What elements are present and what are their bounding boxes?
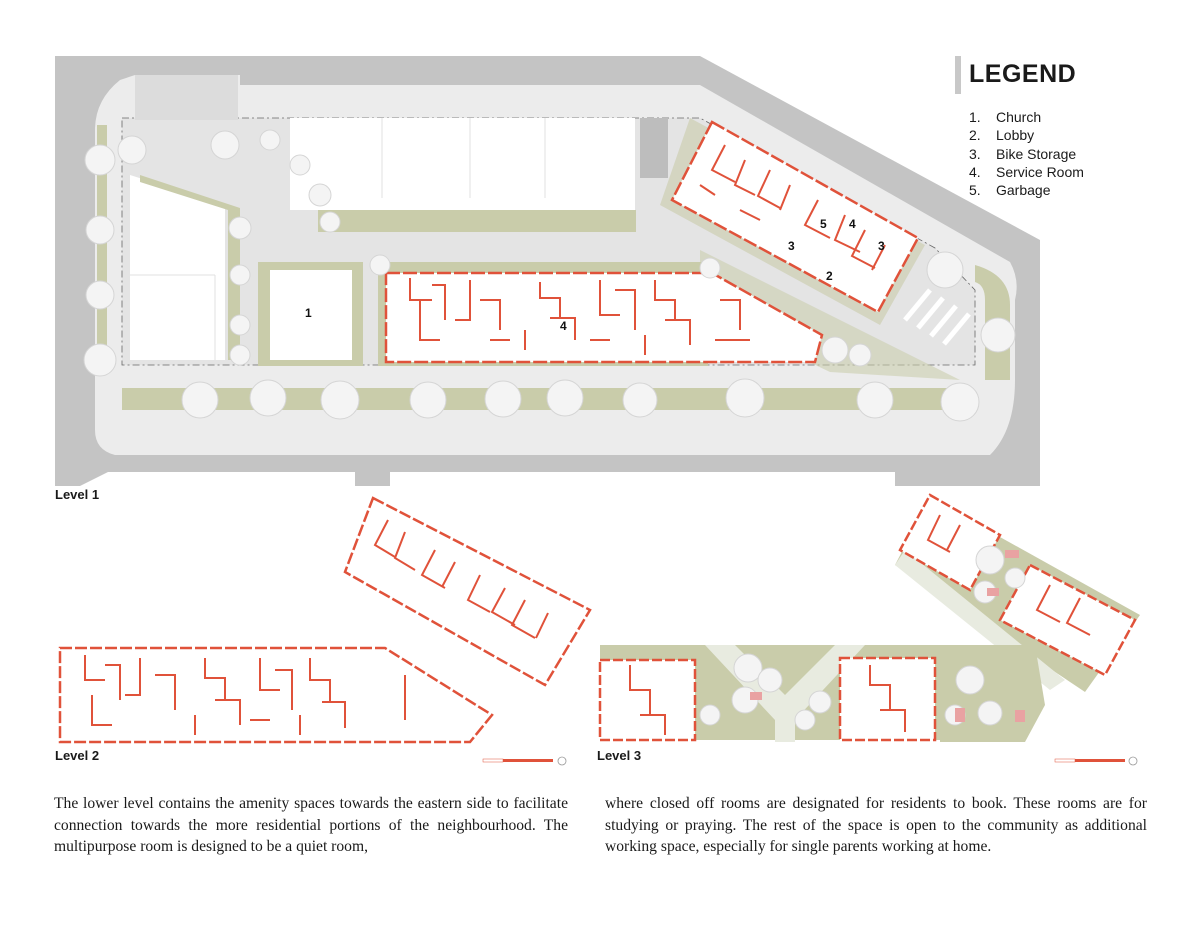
level2-scale-bar — [482, 756, 567, 766]
level3-unit-c — [598, 658, 697, 742]
level2-building-rotated — [343, 496, 592, 687]
level1-label: Level 1 — [55, 487, 100, 502]
description-right: where closed off rooms are designated fo… — [605, 795, 1147, 855]
existing-building-west — [130, 175, 225, 360]
map-label-garbage: 5 — [820, 217, 827, 231]
existing-building-north — [290, 118, 635, 210]
level2-rotated-walls — [373, 519, 549, 639]
level2-building-main — [58, 646, 494, 744]
level3-green-east — [940, 645, 1045, 742]
green-wedge-west — [140, 175, 240, 360]
bike-racks — [903, 288, 971, 346]
map-label-service-room: 4 — [560, 319, 567, 333]
legend-item: 4.Service Room — [969, 163, 1084, 180]
level3-main-walls — [629, 665, 906, 735]
east-interior-walls — [699, 144, 886, 271]
driveway — [640, 118, 668, 178]
legend-item: 5.Garbage — [969, 182, 1051, 199]
green-strip-north — [318, 210, 636, 232]
green-strip-south — [122, 388, 970, 410]
level3-unit-d — [838, 656, 937, 742]
level3-benches — [750, 550, 1025, 722]
level3-scale-bar — [1054, 756, 1138, 766]
green-strip-west — [97, 125, 107, 375]
street-trees — [83, 129, 1016, 422]
parking-strip — [135, 75, 238, 120]
level1-site-plan: 1 4 5 4 3 3 2 — [55, 56, 1040, 486]
map-label-lobby: 2 — [826, 269, 833, 283]
legend-list: 1.Church 2.Lobby 3.Bike Storage 4.Servic… — [969, 108, 1084, 199]
church-building — [270, 270, 352, 360]
residential-interior-walls — [409, 278, 750, 355]
map-label-service-room-east: 4 — [849, 217, 856, 231]
level3-floor-plan — [598, 493, 1140, 766]
level2-label: Level 2 — [55, 748, 100, 763]
legend-accent-bar — [955, 56, 961, 94]
legend-item: 3.Bike Storage — [969, 145, 1077, 162]
level3-rotated-walls — [926, 514, 1091, 636]
legend-item: 1.Church — [969, 109, 1042, 125]
level2-main-walls — [84, 655, 406, 735]
map-label-bike-storage-b: 3 — [878, 239, 885, 253]
green-strip-diagonal — [700, 250, 960, 380]
level2-floor-plan — [58, 496, 592, 766]
map-label-bike-storage-a: 3 — [788, 239, 795, 253]
map-label-church: 1 — [305, 306, 312, 320]
description-left: The lower level contains the amenity spa… — [54, 795, 568, 855]
legend-title: LEGEND — [969, 60, 1077, 88]
level3-label: Level 3 — [597, 748, 642, 763]
legend-item: 2.Lobby — [969, 127, 1035, 144]
residential-building-east — [670, 120, 920, 314]
